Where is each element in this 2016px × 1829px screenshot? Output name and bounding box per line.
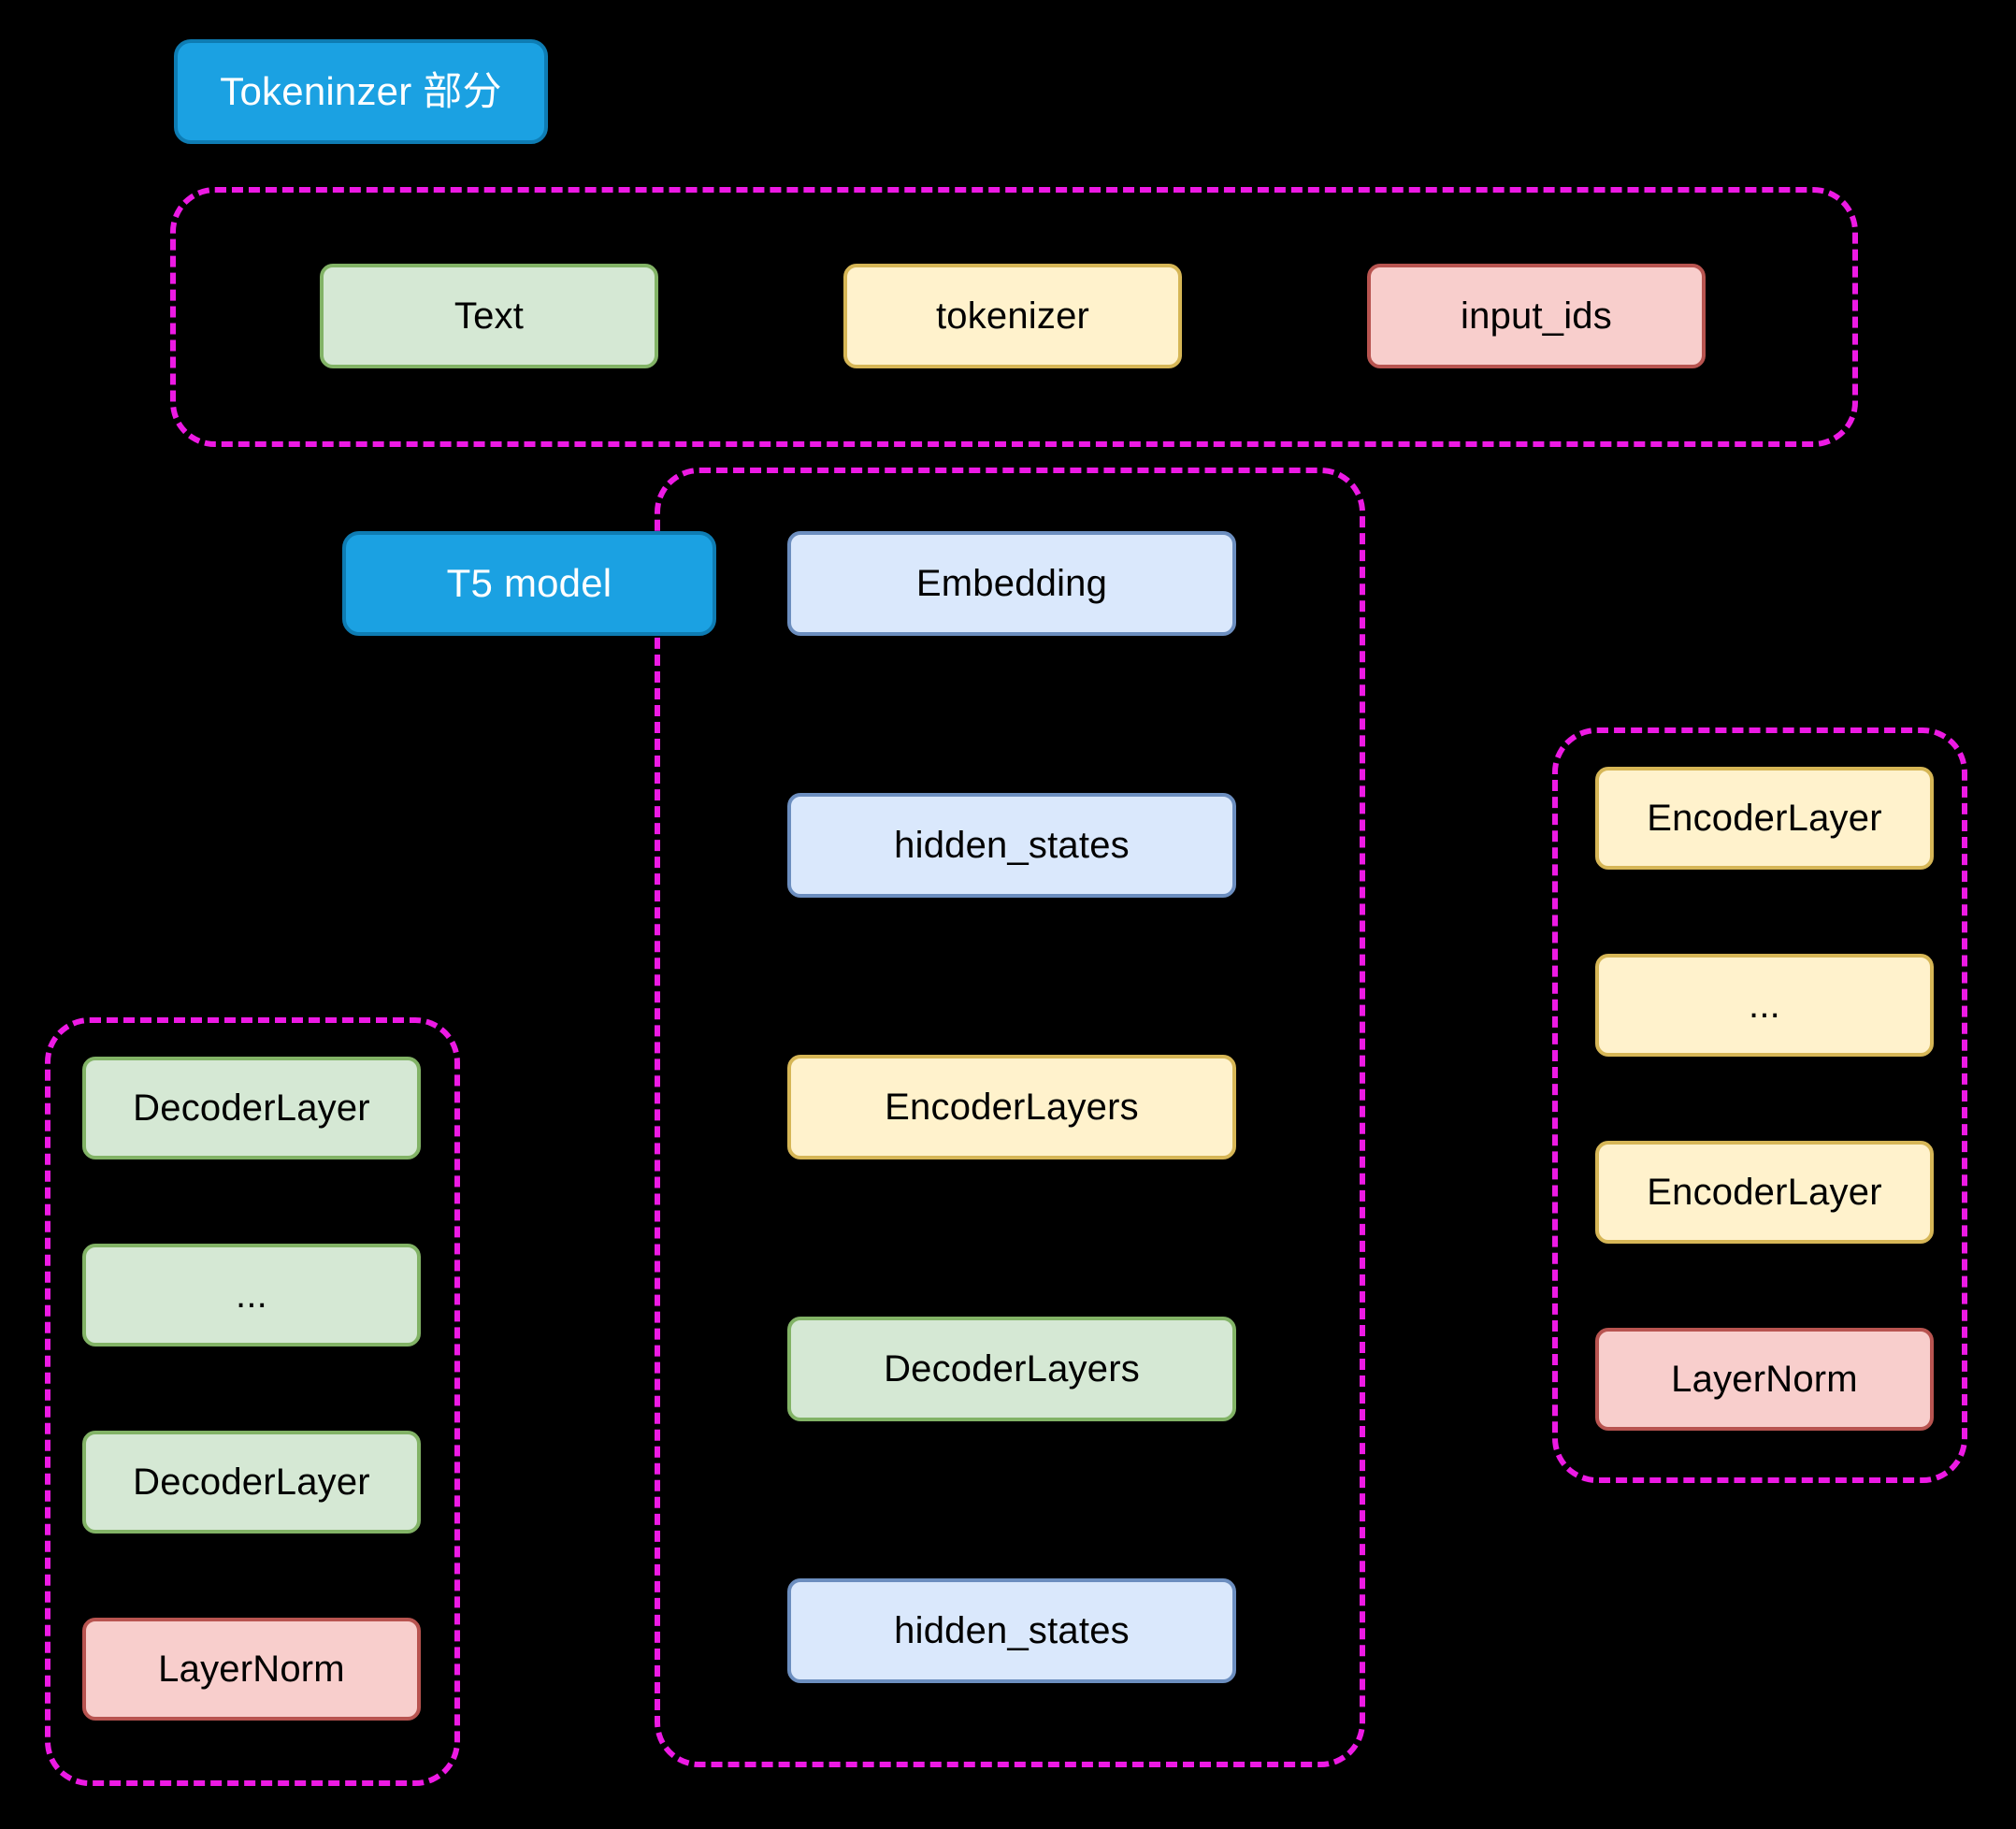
node-input-ids[interactable]: input_ids: [1367, 264, 1706, 368]
tokenizer-section-title[interactable]: Tokeninzer 部分: [174, 39, 548, 144]
node-encoder-layernorm[interactable]: LayerNorm: [1595, 1328, 1934, 1431]
node-hidden-states-bottom[interactable]: hidden_states: [787, 1578, 1236, 1683]
node-decoder-layernorm[interactable]: LayerNorm: [82, 1618, 421, 1721]
decoder-layers-group: [45, 1017, 460, 1786]
node-text[interactable]: Text: [320, 264, 658, 368]
node-decoder-layer-ellipsis[interactable]: ...: [82, 1244, 421, 1347]
node-hidden-states-top[interactable]: hidden_states: [787, 793, 1236, 898]
encoder-layers-group: [1552, 727, 1967, 1483]
tokenizer-section-group: [170, 187, 1858, 447]
node-encoder-layer-ellipsis[interactable]: ...: [1595, 954, 1934, 1057]
node-embedding[interactable]: Embedding: [787, 531, 1236, 636]
node-tokenizer[interactable]: tokenizer: [843, 264, 1182, 368]
t5-model-title[interactable]: T5 model: [342, 531, 716, 636]
node-decoder-layer-last[interactable]: DecoderLayer: [82, 1431, 421, 1534]
node-encoder-layers[interactable]: EncoderLayers: [787, 1055, 1236, 1159]
t5-model-group: [655, 468, 1365, 1767]
node-decoder-layers[interactable]: DecoderLayers: [787, 1317, 1236, 1421]
node-decoder-layer-first[interactable]: DecoderLayer: [82, 1057, 421, 1159]
node-encoder-layer-last[interactable]: EncoderLayer: [1595, 1141, 1934, 1244]
node-encoder-layer-first[interactable]: EncoderLayer: [1595, 767, 1934, 870]
